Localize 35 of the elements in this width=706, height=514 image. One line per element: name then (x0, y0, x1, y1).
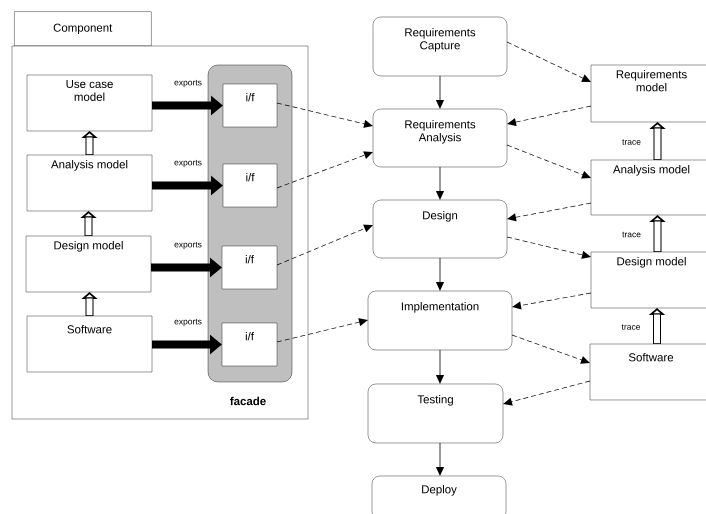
model-box: Design model (590, 252, 706, 308)
activity-box: Design (372, 200, 508, 258)
node-label: Component (54, 24, 112, 34)
activity-box: Requirements Analysis (372, 108, 508, 168)
edge-label: exports (174, 80, 202, 88)
dashed-arrow (506, 42, 591, 82)
edge-label: trace (622, 232, 641, 238)
edge-label: exports (174, 242, 202, 250)
node-label: facade (230, 396, 266, 406)
dashed-arrow (512, 334, 590, 364)
edge-label: trace (622, 324, 640, 330)
edge-label: exports (174, 318, 202, 326)
model-box: Software (26, 316, 152, 372)
activity-box: Testing (368, 384, 504, 444)
model-box: Requirements model (590, 64, 706, 122)
dashed-arrow (276, 224, 373, 266)
dashed-arrow (276, 151, 373, 188)
dashed-arrow (503, 380, 590, 406)
dashed-arrow (276, 102, 373, 128)
model-box: i/f (222, 164, 278, 208)
activity-box: Implementation (368, 290, 512, 350)
model-box: i/f (222, 246, 278, 290)
activity-box: Requirements Capture (372, 16, 508, 76)
model-box: Analysis model (26, 154, 152, 212)
activity-box: Deploy (372, 476, 506, 514)
model-box: i/f (222, 322, 278, 366)
model-box: Analysis model (590, 160, 706, 216)
edge-label: exports (174, 160, 202, 168)
dashed-arrow (506, 236, 591, 259)
model-box: i/f (222, 84, 278, 128)
model-box: Design model (26, 236, 152, 292)
model-box: Use case model (26, 74, 152, 132)
edge-label: trace (622, 139, 641, 145)
model-box: Software (590, 344, 706, 400)
dashed-arrow (276, 318, 368, 342)
